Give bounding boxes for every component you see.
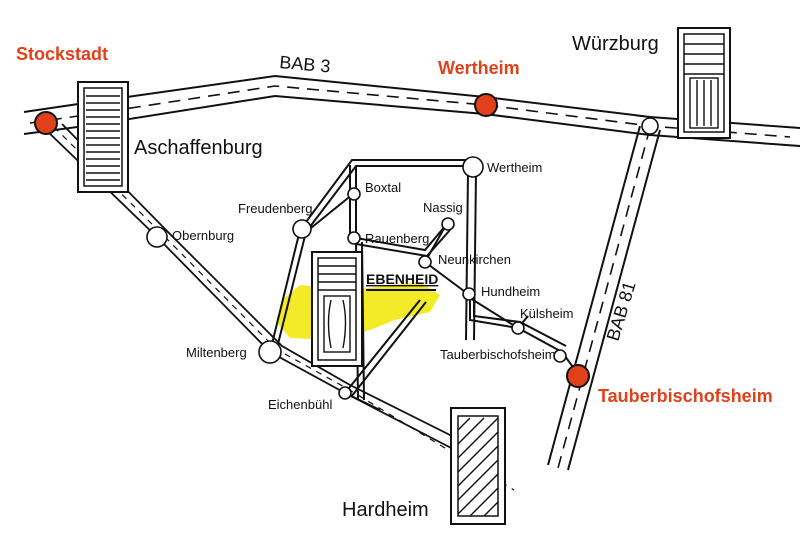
- junction-tauberbischofsheim-town: [553, 349, 567, 363]
- junction-rauenberg: [347, 231, 361, 245]
- junction-obernburg: [146, 226, 168, 248]
- label-stockstadt: Stockstadt: [16, 44, 108, 64]
- wuerzburg-building-icon: [677, 27, 731, 139]
- junctions: [146, 117, 659, 400]
- junction-freudenberg: [292, 219, 312, 239]
- exit-tauberbischofsheim: [566, 364, 590, 388]
- junction-wertheim-town: [462, 156, 484, 178]
- label-hardheim: Hardheim: [342, 499, 429, 521]
- ebenheid-building-icon: [311, 251, 363, 367]
- label-eichenbuehl: Eichenbühl: [268, 397, 332, 412]
- label-rauenberg: Rauenberg: [365, 231, 429, 246]
- exit-stockstadt: [34, 111, 58, 135]
- label-miltenberg: Miltenberg: [186, 345, 247, 360]
- exit-wertheim: [474, 93, 498, 117]
- label-hundheim: Hundheim: [481, 284, 540, 299]
- junction-eichenbuehl: [338, 386, 352, 400]
- junction-miltenberg: [258, 340, 282, 364]
- label-wuerzburg: Würzburg: [572, 33, 659, 55]
- motorway-exits: [34, 93, 590, 388]
- bab81-motorway: [547, 125, 661, 471]
- label-nassig: Nassig: [423, 200, 463, 215]
- label-freudenberg: Freudenberg: [238, 201, 312, 216]
- label-tauberbischofsheim-town: Tauberbischofsheim: [440, 347, 556, 362]
- label-obernburg: Obernburg: [172, 228, 234, 243]
- label-wertheim-town: Wertheim: [487, 160, 542, 175]
- label-wertheim-exit: Wertheim: [438, 58, 520, 78]
- label-kuelsheim: Külsheim: [520, 306, 573, 321]
- label-aschaffenburg: Aschaffenburg: [134, 137, 263, 159]
- junction-boxtal: [347, 187, 361, 201]
- junction-neunkirchen: [418, 255, 432, 269]
- label-bab3: BAB 3: [279, 52, 332, 76]
- bab3-motorway: [23, 74, 800, 147]
- junction-nassig: [441, 217, 455, 231]
- hardheim-building-icon: [450, 407, 506, 525]
- junction-kuelsheim: [511, 321, 525, 335]
- label-boxtal: Boxtal: [365, 180, 401, 195]
- junction-hundheim: [462, 287, 476, 301]
- junction-wuerzburg-motorway: [641, 117, 659, 135]
- aschaffenburg-building-icon: [77, 81, 129, 193]
- label-bab81: BAB 81: [603, 279, 640, 343]
- label-tauberbischofsheim-exit: Tauberbischofsheim: [598, 386, 773, 406]
- label-neunkirchen: Neunkirchen: [438, 252, 511, 267]
- label-ebenheid: EBENHEID: [366, 271, 438, 287]
